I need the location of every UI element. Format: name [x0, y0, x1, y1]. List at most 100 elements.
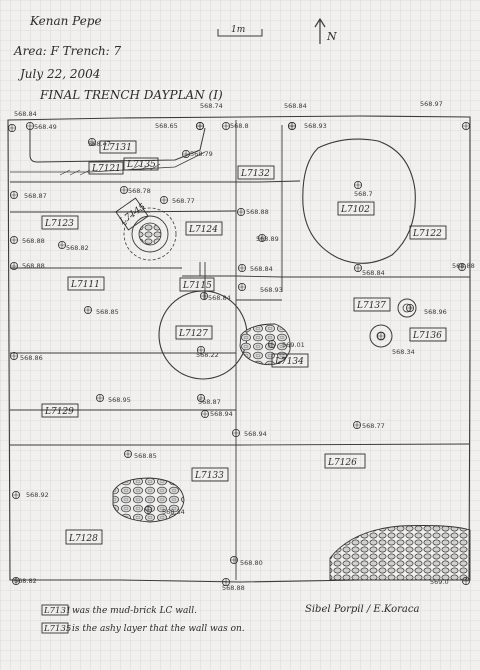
cobbled-surface	[329, 525, 471, 581]
elevation-label: 568.88	[22, 237, 45, 245]
elevation-label: 568.22	[196, 351, 219, 359]
elevation-label: 568.85	[96, 308, 119, 316]
elevation-label: 568.7	[354, 190, 373, 198]
elevation-point: 568.7	[353, 180, 373, 198]
area-trench: Area: F Trench: 7	[13, 44, 122, 58]
footer-notes: L7131 was the mud-brick LC wall. L7135 i…	[41, 604, 419, 634]
pit-l7102	[302, 138, 416, 264]
elevation-label: 568.84	[208, 294, 231, 302]
elevation-point: 568.82	[11, 577, 37, 586]
mudbrick-wall-outline	[29, 127, 206, 163]
locus-label-l7131: L7131	[102, 143, 132, 153]
plan-title: FINAL TRENCH DAYPLAN (I)	[39, 88, 223, 102]
elevation-label: 568.82	[14, 577, 37, 585]
north-arrow-icon: N	[314, 17, 337, 44]
elevation-label: 568.93	[260, 286, 283, 294]
locus-box: L7128	[65, 529, 103, 545]
elevation-label: 568.65	[155, 122, 178, 130]
locus-label-l7111: L7111	[70, 280, 100, 290]
locus-label-l7135: L7135	[126, 160, 156, 170]
elevation-point: 568.47	[88, 137, 111, 148]
locus-label-l7102: L7102	[340, 205, 370, 215]
elevation-label: 568.74	[200, 102, 223, 110]
locus-box: L7132	[237, 165, 275, 180]
elevation-point: 568.49	[25, 122, 57, 131]
elevation-label: 568.88	[222, 584, 245, 592]
elevation-label: 568.34	[162, 508, 185, 516]
elevation-label: 568.92	[26, 491, 49, 499]
elevation-point: 568.78	[120, 185, 151, 195]
locus-box: L7124	[185, 221, 223, 236]
elevation-point: 568.84	[7, 110, 37, 133]
elevation-point: 568.92	[11, 490, 49, 499]
elevation-label: 568.87	[24, 192, 47, 200]
locus-label-l7132: L7132	[240, 169, 270, 179]
note-1-locus: L7131	[43, 606, 71, 616]
elevation-point: 568.85	[124, 449, 157, 460]
elevation-point: 568.22	[196, 345, 219, 359]
elevation-point: 568.34	[376, 331, 415, 356]
elevation-point: 568.89	[256, 233, 279, 243]
locus-label-l7122: L7122	[412, 229, 442, 239]
elevation-point: 568.93	[287, 122, 327, 131]
elevation-label: 568.84	[14, 110, 37, 118]
elevation-label: 568.84	[250, 265, 273, 273]
note-1-text: was the mud-brick LC wall.	[72, 606, 197, 616]
elevation-point: 568.84	[199, 291, 231, 302]
elevation-point: 568.95	[96, 393, 131, 404]
locus-dividers	[10, 120, 471, 580]
elevation-point: 568.74	[195, 102, 223, 131]
locus-label-l7124: L7124	[188, 225, 218, 235]
elevation-label: 568.84	[284, 102, 307, 110]
elevation-label: 568.80	[240, 559, 263, 567]
locus-box: L7122	[409, 225, 447, 240]
elevation-point: 568.88	[221, 578, 245, 592]
elevation-point: 568.88	[236, 207, 269, 216]
scale-label: 1m	[231, 25, 245, 35]
elevation-label: 568.97	[420, 100, 443, 108]
elevation-point: 568.94	[231, 428, 267, 438]
locus-label-l7121: L7121	[91, 164, 121, 174]
elevation-points: 568.84568.49568.47568.65568.74568.79568.…	[7, 100, 475, 592]
locus-box: L7123	[41, 215, 79, 230]
elevation-point: 568.87	[196, 393, 221, 406]
locus-box: L7127	[175, 325, 213, 340]
elevation-label: 568.47	[88, 140, 111, 148]
drafters-signature: Sibel Porpil / E.Koraca	[305, 604, 419, 615]
elevation-label: 568.84	[362, 269, 385, 277]
locus-label-l7126: L7126	[327, 458, 357, 468]
stone-cluster-l7123	[112, 477, 185, 523]
note-2-locus: L7135	[43, 624, 71, 634]
elevation-point: 568.34	[143, 505, 185, 516]
elevation-label: 568.78	[128, 187, 151, 195]
elevation-point: 568.88	[9, 261, 45, 270]
locus-box: L7121	[88, 161, 124, 175]
elevation-label: 568.94	[244, 430, 267, 438]
locus-box: L7102	[337, 201, 375, 216]
locus-box: L7126	[324, 453, 366, 469]
elevation-point: 569.0	[430, 577, 470, 586]
svg-text:N: N	[326, 30, 337, 43]
locus-box: L7131	[99, 140, 137, 154]
locus-label-l7129: L7129	[44, 407, 74, 417]
locus-box: L7129	[41, 403, 79, 418]
locus-box: L7137	[353, 297, 391, 312]
elevation-label: 568.87	[198, 398, 221, 406]
elevation-label: 568.88	[452, 262, 475, 270]
elevation-label: 568.77	[172, 197, 195, 205]
elevation-point: 568.86	[9, 351, 43, 362]
stone-cluster-l7134	[239, 323, 291, 366]
elevation-point: 568.96	[405, 303, 447, 316]
locus-label-l7123: L7123	[44, 219, 74, 229]
elevation-label: 568.77	[362, 422, 385, 430]
locus-label-l7115: L7115	[182, 281, 212, 291]
elevation-point: 568.8	[221, 122, 249, 131]
elevation-label: 568.88	[246, 208, 269, 216]
note-2-text: is the ashy layer that the wall was on.	[72, 624, 245, 634]
author-name: Kenan Pepe	[29, 14, 102, 28]
elevation-label: 568.82	[66, 244, 89, 252]
pit-l7145	[123, 207, 177, 261]
locus-label-l7134: L7134	[274, 357, 304, 367]
